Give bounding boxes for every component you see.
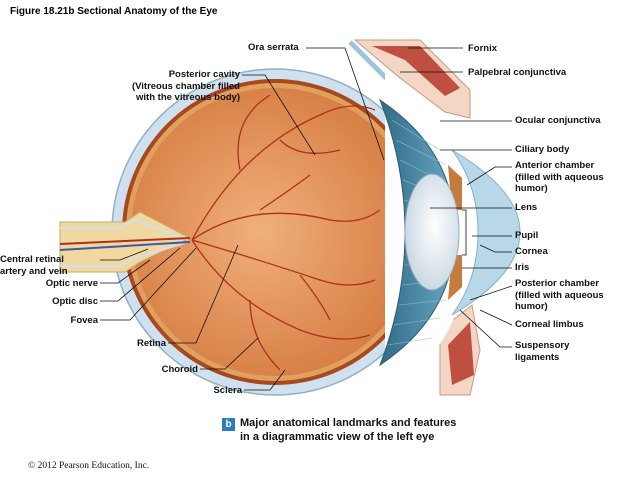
label-corneal-limbus: Corneal limbus <box>515 319 584 330</box>
label-optic-nerve: Optic nerve <box>45 278 98 289</box>
vitreous-body <box>131 88 419 376</box>
caption-badge: b <box>222 418 235 431</box>
label-ora-serrata: Ora serrata <box>248 42 299 53</box>
label-posterior-chamber: Posterior chamber (filled with aqueous h… <box>515 278 604 312</box>
copyright: © 2012 Pearson Education, Inc. <box>28 461 150 471</box>
label-choroid: Choroid <box>161 364 198 375</box>
label-posterior-cavity: Posterior cavity (Vitreous chamber fille… <box>131 69 240 103</box>
label-ciliary-body: Ciliary body <box>515 144 570 155</box>
caption-text: Major anatomical landmarks and features … <box>240 417 457 443</box>
label-ocular-conjunctiva: Ocular conjunctiva <box>515 115 601 126</box>
label-optic-disc: Optic disc <box>52 296 98 307</box>
lens-shape <box>404 173 460 291</box>
label-suspensory-ligaments: Suspensory ligaments <box>515 340 570 363</box>
label-central-retinal: Central retinal artery and vein <box>0 254 68 277</box>
label-cornea: Cornea <box>515 246 548 257</box>
label-lens: Lens <box>515 202 538 213</box>
label-sclera: Sclera <box>213 385 242 396</box>
lower-eyelid <box>439 304 481 396</box>
label-fovea: Fovea <box>70 315 98 326</box>
label-retina: Retina <box>136 338 166 349</box>
leader-lines <box>100 47 513 391</box>
label-palpebral-conjunctiva: Palpebral conjunctiva <box>468 67 567 78</box>
label-fornix: Fornix <box>468 43 498 54</box>
label-pupil: Pupil <box>515 230 539 241</box>
figure-title: Figure 18.21b Sectional Anatomy of the E… <box>10 6 218 17</box>
label-anterior-chamber: Anterior chamber (filled with aqueous hu… <box>515 160 604 194</box>
retinal-vessels <box>191 94 381 371</box>
label-iris: Iris <box>515 262 530 273</box>
